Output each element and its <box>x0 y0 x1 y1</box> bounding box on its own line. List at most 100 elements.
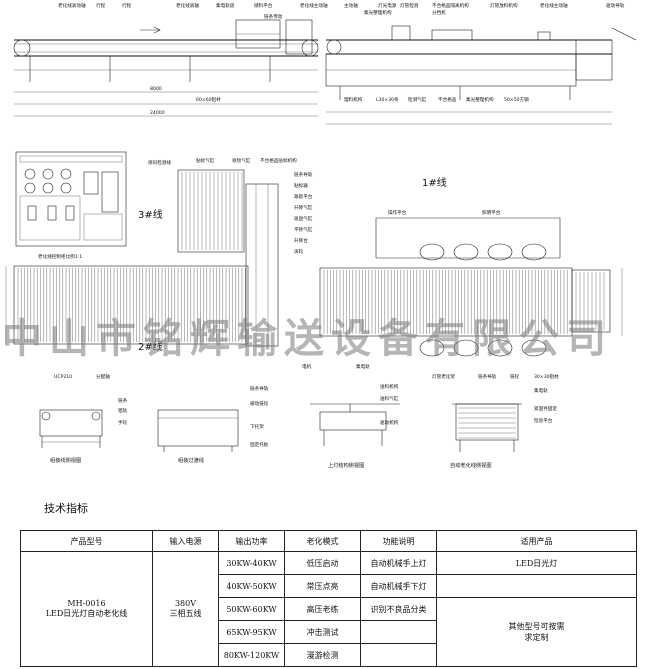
detail-loading: 送料机构 送料气缸 驱动机构 上灯结构侧视图 <box>310 383 400 469</box>
gauge-icon <box>24 182 36 194</box>
header-input: 输入电源 <box>152 530 219 552</box>
detail1-caption: 组装线侧视图 <box>50 456 81 464</box>
function-cell: 识别不良品分类 <box>360 597 437 621</box>
line-2-conveyor <box>13 265 249 345</box>
function-cell: 自动机械手上灯 <box>360 551 437 575</box>
line-1-label: 1#线 <box>422 176 447 189</box>
label-top-5: 集电轨道 <box>216 2 235 9</box>
table-row: 80KW-120KW 漫游检测 <box>21 643 637 667</box>
label-top-10: 灯光电源 <box>378 2 397 9</box>
label-top-12: 灯管检测 <box>400 2 419 9</box>
spec-title: 技术指标 <box>44 502 88 515</box>
mid-label-4: 不合格品贴标机构 <box>260 157 297 164</box>
mid-label-2: 贴标气缸 <box>196 157 215 164</box>
function-cell <box>360 643 437 667</box>
detail-assembly-side: UCP210 分配轴 链条 铝轨 手轮 组装线侧视图 <box>39 373 128 464</box>
header-power: 输出功率 <box>218 530 285 552</box>
svg-text:8000: 8000 <box>150 86 162 92</box>
label-top-14: 分挡机 <box>432 9 446 16</box>
detail4-label-5: 集电轨 <box>534 387 548 394</box>
mid-label-10: 平移气缸 <box>294 226 313 233</box>
detail4-label-4: 30×30铝材 <box>534 373 559 380</box>
gauge-icon <box>60 182 72 194</box>
label-top-9: 主动轴 <box>344 2 358 9</box>
mode-cell: 常压点亮 <box>284 574 361 598</box>
label-top-4: 老化线滚轴 <box>176 2 199 9</box>
detail1-label-2: 分配轴 <box>96 373 110 380</box>
label-top-2: 行程 <box>96 2 106 9</box>
detail2-label-1: 链条导轨 <box>250 385 269 392</box>
detail4-label-1: 灯管老化架 <box>432 373 455 380</box>
label-top-1: 老化线滚动轴 <box>58 2 86 9</box>
detail4-label-7: 检验平台 <box>534 417 553 424</box>
header-product: 适用产品 <box>436 530 637 552</box>
power-cell: 30KW-40KW <box>218 551 285 575</box>
coil-loop-icon <box>453 339 479 357</box>
function-cell: 自动机械手下灯 <box>360 574 437 598</box>
plan-view: 3#线 1#线 2#线 喷码检测线 贴标气缸 喷绘气缸 不合格品贴标机构 链条导… <box>5 157 623 370</box>
detail4-caption: 自动老化线侧视图 <box>450 461 492 469</box>
detail-aging-line: 灯管老化架 链条导轨 链轮 30×30铝材 集电轨 紧固件固定 检验平台 自动老… <box>432 373 559 469</box>
mode-cell: 低压启动 <box>284 551 361 575</box>
product-custom-cell: 其他型号可按需 求定制 <box>436 597 637 667</box>
mid-label-12: 滚轮 <box>294 248 304 255</box>
label-top-13: 不合格品隔离机构 <box>432 2 469 9</box>
product-cell-empty <box>436 574 637 598</box>
mid-label-6: 贴标器 <box>294 182 308 189</box>
mid-label-11: 升降台 <box>294 237 308 244</box>
coil-loop-icon <box>419 339 445 357</box>
detail3-caption: 上灯结构侧视图 <box>328 461 364 469</box>
header-model: 产品型号 <box>20 530 153 552</box>
mode-cell: 漫游检测 <box>284 643 361 667</box>
table-row: MH-0016 LED日光灯自动老化线 380V 三相五线 30KW-40KW … <box>20 551 637 667</box>
mid-label-3: 喷绘气缸 <box>232 157 251 164</box>
table-row: 65KW-95KW 冲击测试 <box>21 620 637 644</box>
svg-text:24000: 24000 <box>150 110 165 116</box>
gauge-icon <box>42 168 54 180</box>
detail1-label-5: 手轮 <box>118 419 128 426</box>
spec-table: 产品型号 输入电源 输出功率 老化模式 功能说明 适用产品 MH-0016 LE… <box>20 530 637 667</box>
model-cell: MH-0016 LED日光灯自动老化线 <box>20 551 153 667</box>
power-cell: 50KW-60KW <box>218 597 285 621</box>
label-bottom-5: 不合格品 <box>438 96 457 103</box>
power-cell: 65KW-95KW <box>218 620 285 644</box>
coil-loop-icon <box>487 339 513 357</box>
mid-label-8: 升降气缸 <box>294 204 313 211</box>
mid-label-13: 操作平台 <box>388 209 407 216</box>
coil-loop-icon <box>487 243 513 261</box>
label-top-11: 集光整理机构 <box>364 9 392 16</box>
header-function: 功能说明 <box>360 530 437 552</box>
detail1-label-3: 链条 <box>118 397 128 404</box>
detail-transition: 链条导轨 被动链轮 下托架 固定托板 组装过渡线 <box>157 385 269 464</box>
label-bottom-7: 50×50方钢 <box>504 96 529 103</box>
detail2-label-3: 下托架 <box>250 423 264 430</box>
coil-loop-icon <box>453 243 479 261</box>
control-cabinet: 老化线控制柜比例1:1 <box>15 151 127 260</box>
label-bottom-6: 集光整理机构 <box>466 96 494 103</box>
detail4-label-3: 链轮 <box>510 373 520 380</box>
label-top-16: 老化线主动轴 <box>540 2 568 9</box>
watermark: 中山市铭辉输送设备有限公司 <box>2 316 613 362</box>
coil-loop-icon <box>521 243 547 261</box>
mode-cell: 冲击测试 <box>284 620 361 644</box>
coil-loop-icon <box>521 339 547 357</box>
detail1-label-4: 铝轨 <box>118 407 128 414</box>
mid-label-5: 链条导轨 <box>294 171 313 178</box>
mid-label-1: 喷码检测线 <box>148 159 171 166</box>
detail1-label-1: UCP210 <box>54 374 72 380</box>
header-mode: 老化模式 <box>284 530 361 552</box>
label-bottom-1: 60×60铝材 <box>196 96 221 103</box>
label-bottom-3: L30×30条 <box>376 96 399 103</box>
coil-loop-icon <box>419 243 445 261</box>
product-cell: LED日光灯 <box>436 551 637 575</box>
mid-label-15: 电机 <box>302 363 312 370</box>
label-top-3: 行程 <box>122 2 132 9</box>
detail3-label-3: 驱动机构 <box>380 419 399 426</box>
mid-label-7: 跟踪平台 <box>294 193 313 200</box>
gauge-icon <box>60 168 72 180</box>
detail2-caption: 组装过渡线 <box>178 456 204 464</box>
label-top-7: 链条传动 <box>264 13 283 20</box>
panel-caption: 老化线控制柜比例1:1 <box>38 253 82 260</box>
gauge-icon <box>24 168 36 180</box>
label-top-8: 老化线主动轴 <box>300 2 328 9</box>
